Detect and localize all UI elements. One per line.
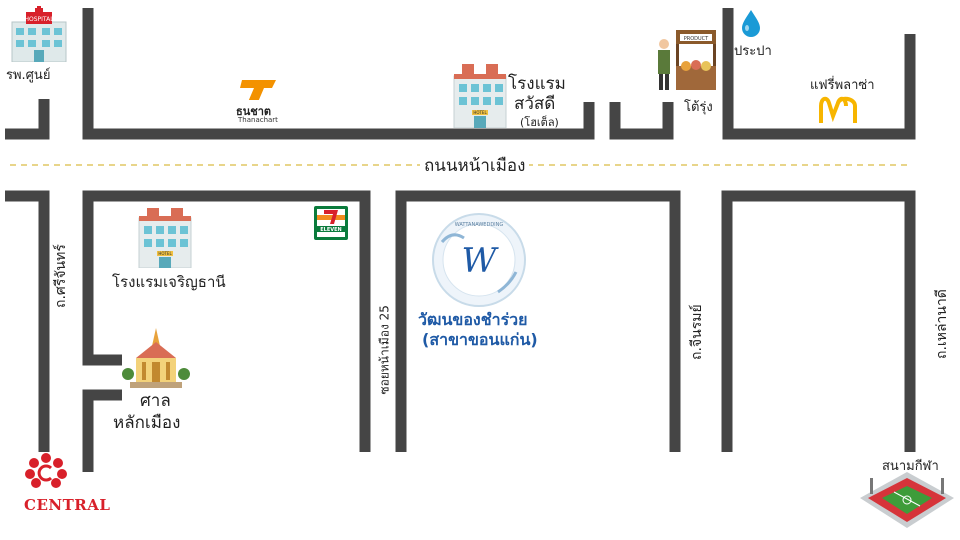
shrine-icon: [122, 328, 190, 394]
shrine-label-1: ศาล: [140, 391, 171, 411]
shop-label-1: วัฒนของชำร่วย: [418, 310, 528, 329]
fairy-plaza-label: แฟรี่พลาซ่า: [810, 78, 875, 93]
central-label: CENTRAL: [24, 496, 111, 514]
hotel-sawasdee-note: (โฮเต็ล): [520, 116, 559, 129]
hotel-charoen-icon: HOTEL: [137, 206, 193, 272]
market-sign-text: PRODUCT: [684, 36, 709, 42]
hotel-sawasdee-label-2: สวัสดี: [514, 94, 556, 114]
road-top-block-3: [722, 8, 916, 140]
hotel-charoen-label: โรงแรมเจริญธานี: [112, 273, 226, 291]
wattana-shop-logo-icon: W WATTANAWEDDING: [428, 212, 530, 312]
mcdonalds-logo-icon: [818, 94, 858, 128]
road-bottom-block-1a: [82, 389, 122, 472]
central-logo-icon: [24, 452, 68, 492]
hospital-label: รพ.ศูนย์: [6, 68, 51, 83]
seven-eleven-logo-icon: ELEVEN: [314, 206, 348, 244]
thanachart-thai-mark: ธนชาต: [236, 105, 272, 118]
road-top-block-2: [609, 102, 674, 140]
hotel-sawasdee-sign: HOTEL: [473, 110, 487, 115]
road-label-soi-namuang-25: ซอยหน้าเมือง 25: [377, 305, 392, 395]
seven-eleven-text: ELEVEN: [320, 227, 342, 233]
shop-logo-ring-text: WATTANAWEDDING: [455, 222, 504, 228]
main-road-label: ถนนหน้าเมือง: [420, 152, 530, 179]
thanachart-logo-icon: [236, 76, 282, 112]
water-label: ประปา: [734, 44, 772, 59]
road-hospital-corner: [5, 99, 50, 140]
market-stall-icon: PRODUCT: [652, 26, 720, 98]
stadium-icon: [858, 470, 956, 536]
shop-logo-letter: W: [462, 241, 500, 281]
thanachart-label: Thanachart: [238, 116, 278, 124]
road-label-sirichan: ถ.ศรีจันทร์: [53, 244, 69, 308]
stadium-label: สนามกีฬา: [882, 459, 939, 474]
hospital-icon: HOSPITAL: [8, 6, 70, 66]
water-drop-icon: [740, 10, 762, 42]
hospital-sign-text: HOSPITAL: [24, 16, 54, 23]
hotel-sawasdee-icon: HOTEL: [452, 62, 508, 132]
shrine-label-2: หลักเมือง: [113, 413, 181, 433]
road-bottom-left: [5, 190, 50, 452]
hotel-charoen-sign: HOTEL: [158, 251, 172, 256]
tai-rung-label: โต้รุ่ง: [684, 100, 713, 115]
shop-label-2: (สาขาขอนแก่น): [422, 330, 538, 349]
hotel-sawasdee-label-1: โรงแรม: [508, 74, 566, 94]
road-bottom-block-3: [721, 190, 916, 452]
road-top-block-1: [82, 8, 595, 140]
road-bottom-block-2: [395, 190, 681, 452]
road-label-chinnamai: ถ.จีนรมย์: [689, 304, 705, 360]
road-bottom-block-1b: [82, 190, 371, 452]
road-label-lao-nadi: ถ.เหล่านาดี: [934, 289, 950, 359]
